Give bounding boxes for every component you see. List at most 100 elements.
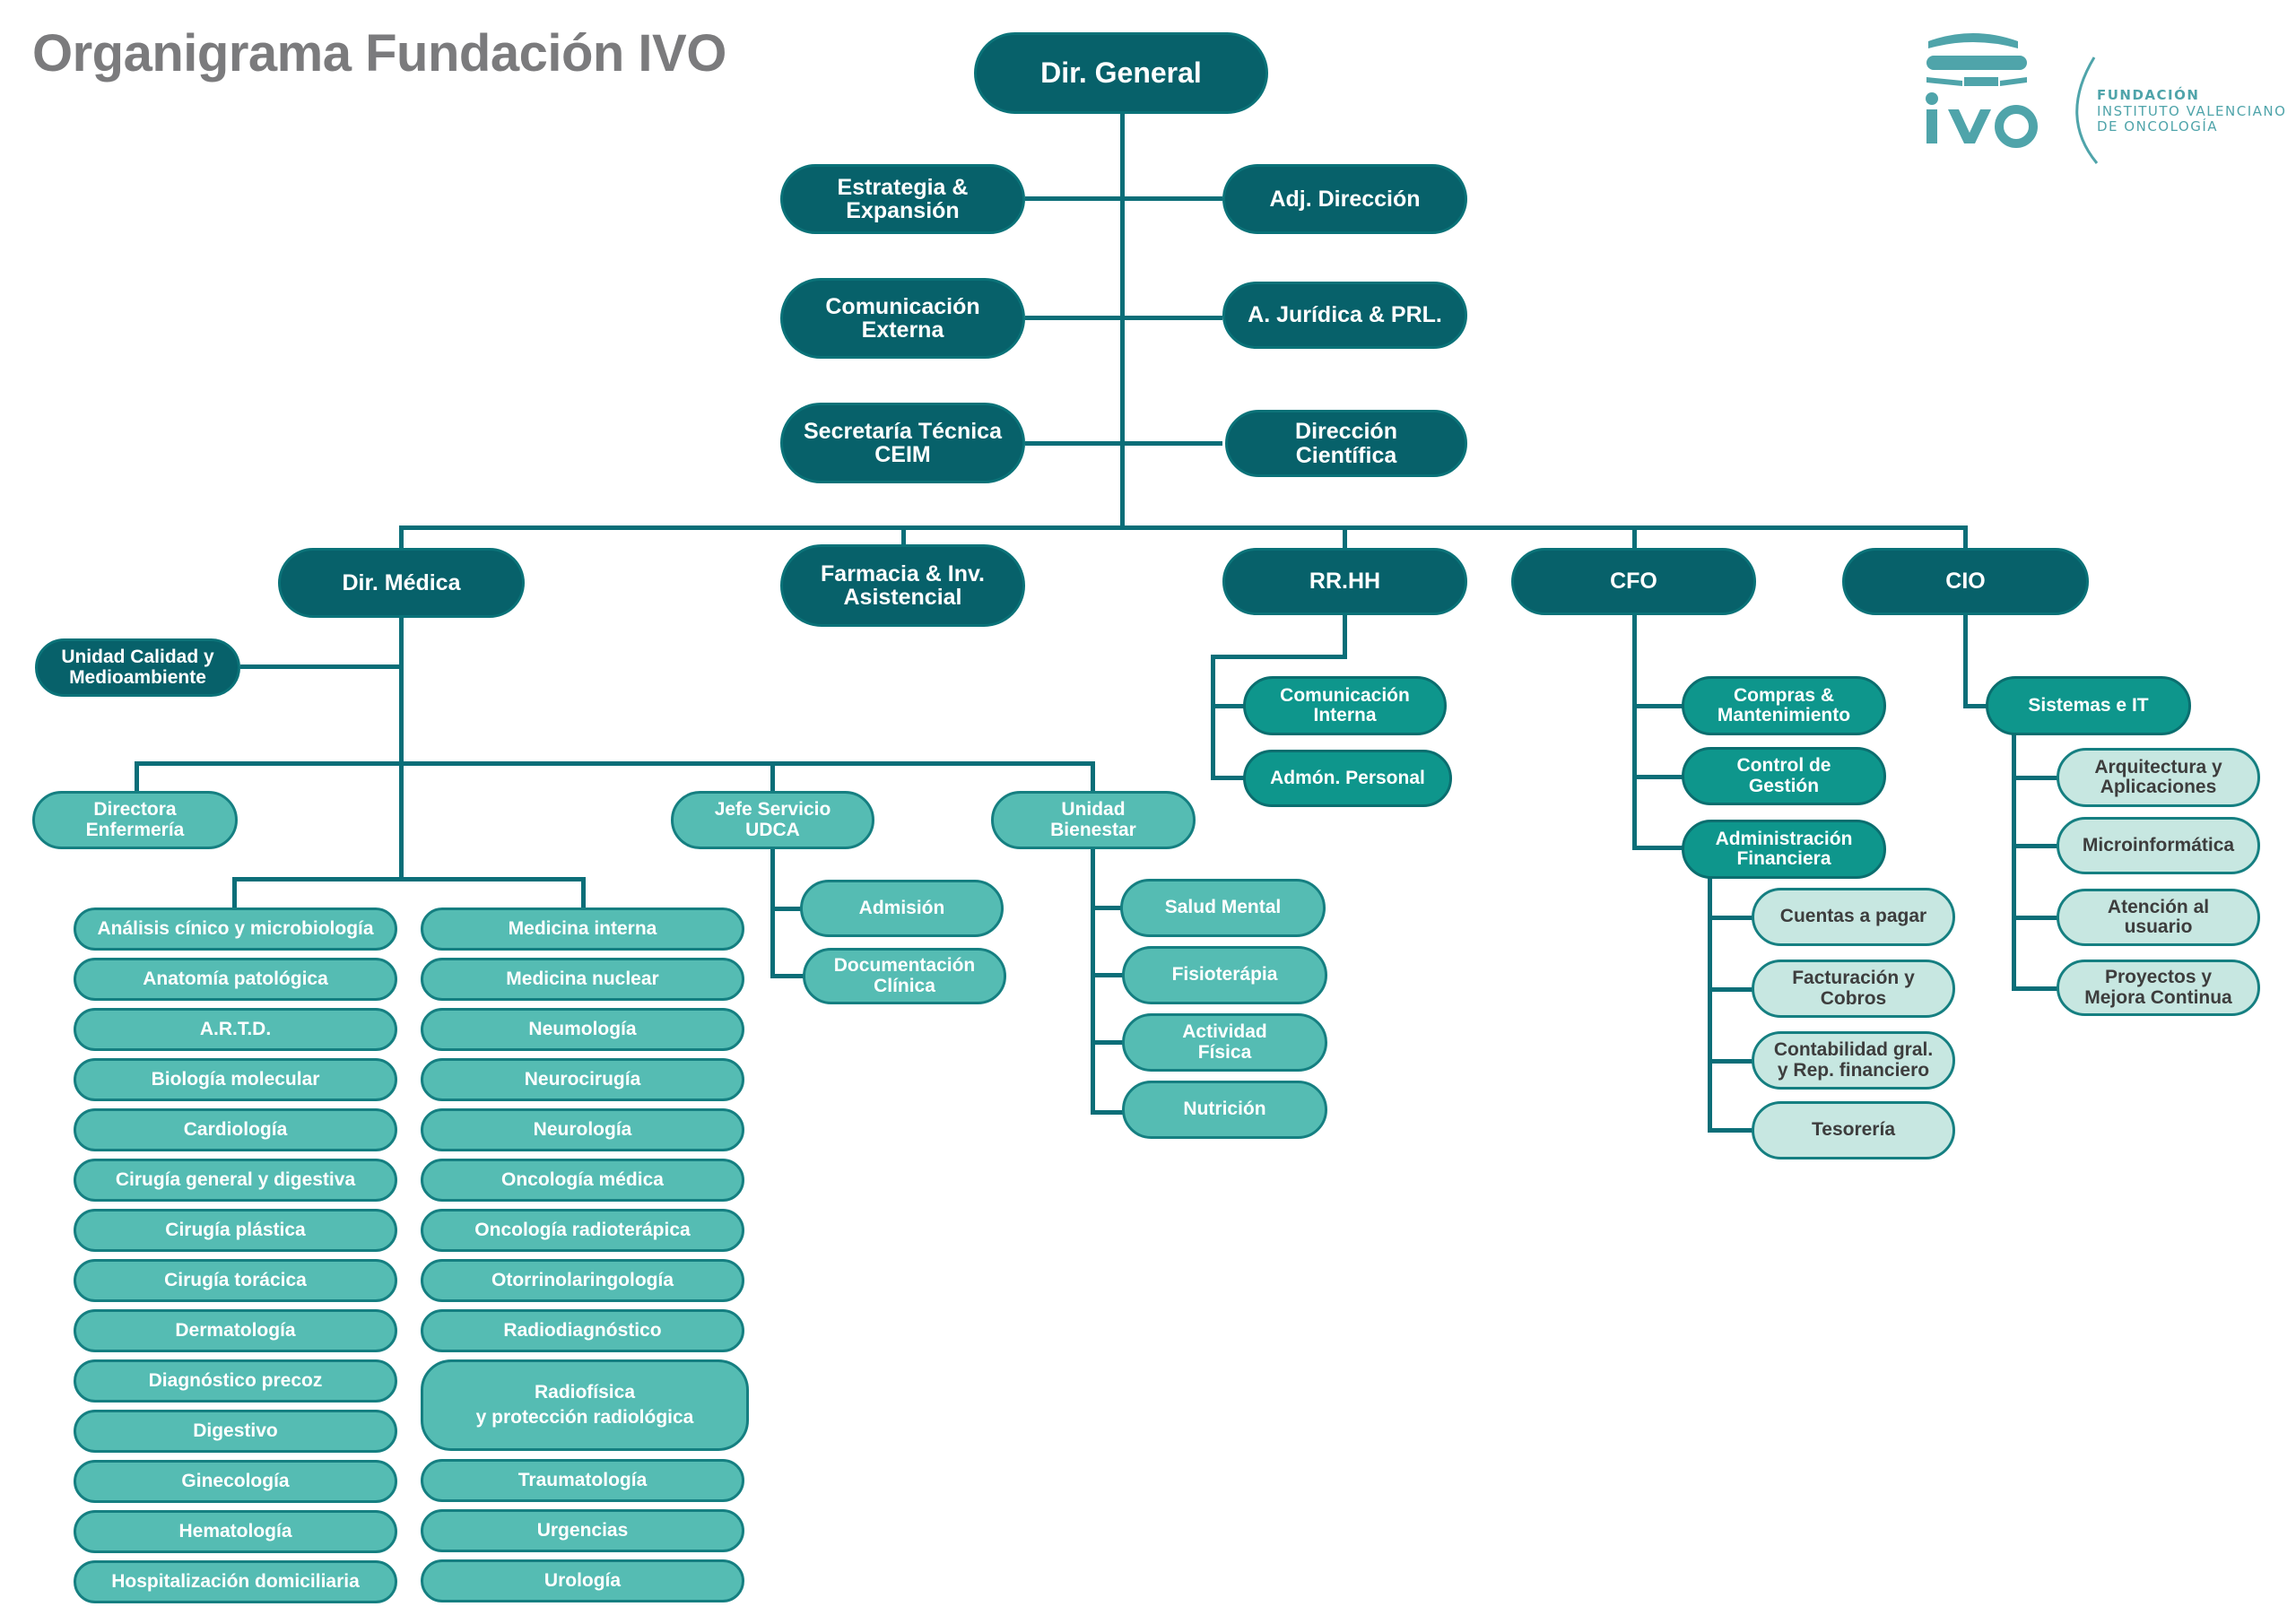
specialty-item[interactable]: Diagnóstico precoz: [74, 1359, 397, 1403]
connector-line: [1025, 196, 1222, 201]
node-salud-mental[interactable]: Salud Mental: [1120, 879, 1326, 937]
node-fisioterapia[interactable]: Fisioterápia: [1122, 946, 1327, 1004]
connector-line: [1632, 775, 1683, 779]
specialty-item[interactable]: Digestivo: [74, 1410, 397, 1453]
connector-line: [1091, 849, 1095, 1115]
ivo-logo: FUNDACIÓN INSTITUTO VALENCIANO DE ONCOLO…: [1901, 18, 2287, 170]
node-administracion-financiera[interactable]: Administración Financiera: [1682, 820, 1886, 879]
specialty-item[interactable]: Traumatología: [421, 1459, 744, 1502]
connector-line: [1963, 615, 1968, 708]
connector-line: [1708, 877, 1712, 1133]
specialty-item[interactable]: Oncología médica: [421, 1159, 744, 1202]
connector-line: [232, 877, 586, 881]
node-proyectos-mejora-continua[interactable]: Proyectos y Mejora Continua: [2057, 960, 2260, 1016]
node-cfo[interactable]: CFO: [1511, 548, 1756, 615]
specialty-item[interactable]: Cardiología: [74, 1108, 397, 1151]
node-estrategia-expansion[interactable]: Estrategia & Expansión: [780, 164, 1025, 234]
specialty-item[interactable]: Dermatología: [74, 1309, 397, 1352]
node-admon-personal[interactable]: Admón. Personal: [1243, 750, 1452, 807]
specialty-item[interactable]: Oncología radioterápica: [421, 1209, 744, 1252]
connector-line: [1632, 846, 1683, 850]
connector-line: [1708, 1059, 1753, 1064]
node-cuentas-a-pagar[interactable]: Cuentas a pagar: [1752, 888, 1955, 946]
specialty-item[interactable]: Neumología: [421, 1008, 744, 1051]
specialty-item[interactable]: Ginecología: [74, 1460, 397, 1503]
node-compras-mantenimiento[interactable]: Compras & Mantenimiento: [1682, 676, 1886, 735]
node-rrhh[interactable]: RR.HH: [1222, 548, 1467, 615]
connector-line: [1343, 615, 1347, 658]
node-jefe-servicio-udca[interactable]: Jefe Servicio UDCA: [671, 791, 874, 849]
node-facturacion-cobros[interactable]: Facturación y Cobros: [1752, 960, 1955, 1018]
specialty-item[interactable]: Análisis cínico y microbiología: [74, 908, 397, 951]
node-secretaria-tecnica-ceim[interactable]: Secretaría Técnica CEIM: [780, 403, 1025, 483]
connector-line: [399, 618, 404, 880]
connector-line: [2012, 776, 2058, 780]
specialty-item[interactable]: Otorrinolaringología: [421, 1259, 744, 1302]
specialty-item[interactable]: Anatomía patológica: [74, 958, 397, 1001]
specialty-item[interactable]: Urgencias: [421, 1509, 744, 1552]
specialty-item[interactable]: Medicina interna: [421, 908, 744, 951]
page-title: Organigrama Fundación IVO: [32, 24, 726, 83]
specialty-item[interactable]: Neurocirugía: [421, 1058, 744, 1101]
connector-line: [1120, 114, 1125, 530]
connector-line: [399, 525, 404, 549]
node-a-juridica-prl[interactable]: A. Jurídica & PRL.: [1222, 282, 1467, 349]
connector-line: [1091, 761, 1095, 792]
specialty-item[interactable]: Cirugía plástica: [74, 1209, 397, 1252]
specialty-item[interactable]: A.R.T.D.: [74, 1008, 397, 1051]
node-directora-enfermeria[interactable]: Directora Enfermería: [32, 791, 238, 849]
node-arquitectura-aplicaciones[interactable]: Arquitectura y Aplicaciones: [2057, 748, 2260, 807]
node-adj-direccion[interactable]: Adj. Dirección: [1222, 164, 1467, 234]
specialty-item[interactable]: Urología: [421, 1559, 744, 1602]
connector-line: [1632, 525, 1637, 549]
connector-line: [1091, 973, 1123, 977]
connector-line: [399, 525, 1967, 530]
connector-line: [135, 761, 139, 792]
connector-line: [2012, 916, 2058, 920]
connector-line: [1632, 615, 1637, 850]
node-comunicacion-interna[interactable]: Comunicación Interna: [1243, 676, 1447, 735]
connector-line: [1211, 704, 1245, 708]
node-microinformatica[interactable]: Microinformática: [2057, 817, 2260, 874]
node-direccion-cientifica[interactable]: Dirección Científica: [1225, 410, 1467, 477]
node-sistemas-it[interactable]: Sistemas e IT: [1986, 676, 2191, 735]
node-comunicacion-externa[interactable]: Comunicación Externa: [780, 278, 1025, 359]
node-contabilidad-rep-financiero[interactable]: Contabilidad gral. y Rep. financiero: [1752, 1031, 1955, 1090]
node-nutricion[interactable]: Nutrición: [1122, 1081, 1327, 1139]
logo-line-3: DE ONCOLOGÍA: [2097, 118, 2219, 135]
connector-line: [1211, 655, 1347, 659]
specialty-item[interactable]: Medicina nuclear: [421, 958, 744, 1001]
node-cio[interactable]: CIO: [1842, 548, 2089, 615]
node-actividad-fisica[interactable]: Actividad Física: [1122, 1013, 1327, 1072]
node-tesoreria[interactable]: Tesorería: [1752, 1101, 1955, 1159]
node-farmacia-inv-asistencial[interactable]: Farmacia & Inv. Asistencial: [780, 544, 1025, 627]
node-unidad-calidad-medioambiente[interactable]: Unidad Calidad y Medioambiente: [35, 638, 240, 697]
connector-line: [1708, 1128, 1753, 1133]
connector-line: [1091, 1040, 1123, 1045]
logo-line-2: INSTITUTO VALENCIANO: [2097, 103, 2287, 119]
connector-line: [2012, 986, 2058, 991]
specialty-item[interactable]: Cirugía torácica: [74, 1259, 397, 1302]
connector-line: [1091, 1110, 1123, 1115]
specialty-item[interactable]: Hospitalización domiciliaria: [74, 1560, 397, 1603]
connector-line: [1632, 704, 1683, 708]
connector-line: [901, 525, 906, 545]
specialty-item[interactable]: Hematología: [74, 1510, 397, 1553]
connector-line: [1708, 987, 1753, 992]
connector-line: [1091, 906, 1123, 910]
specialty-item[interactable]: Biología molecular: [74, 1058, 397, 1101]
connector-line: [1708, 916, 1753, 920]
specialty-item[interactable]: Radiofísica y protección radiológica: [421, 1359, 749, 1451]
specialty-item[interactable]: Cirugía general y digestiva: [74, 1159, 397, 1202]
connector-line: [1211, 655, 1215, 779]
connector-line: [1025, 441, 1222, 446]
specialty-item[interactable]: Neurología: [421, 1108, 744, 1151]
specialty-item[interactable]: Radiodiagnóstico: [421, 1309, 744, 1352]
node-dir-medica[interactable]: Dir. Médica: [278, 548, 525, 618]
node-dir-general[interactable]: Dir. General: [974, 32, 1268, 114]
node-unidad-bienestar[interactable]: Unidad Bienestar: [991, 791, 1196, 849]
node-admision[interactable]: Admisión: [800, 880, 1004, 937]
node-control-gestion[interactable]: Control de Gestión: [1682, 747, 1886, 805]
node-documentacion-clinica[interactable]: Documentación Clínica: [803, 948, 1006, 1004]
node-atencion-usuario[interactable]: Atención al usuario: [2057, 889, 2260, 946]
